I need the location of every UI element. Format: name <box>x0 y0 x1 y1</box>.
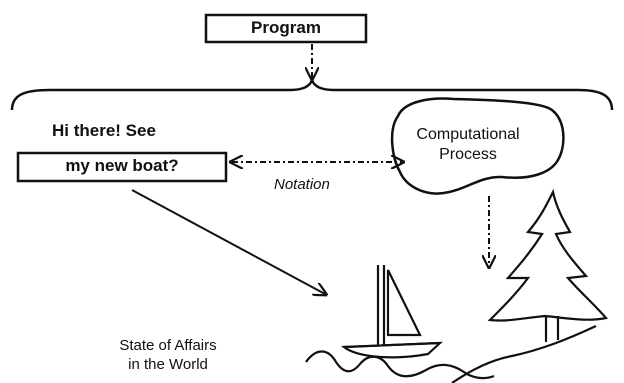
world-label-line2: in the World <box>128 356 208 373</box>
process-cloud <box>390 97 565 195</box>
process-label-line1: Computational <box>416 126 520 143</box>
world-label-line1: State of Affairs <box>119 337 217 354</box>
water-waves <box>305 350 495 380</box>
shoreline <box>451 325 597 383</box>
program-label: Program <box>251 18 321 37</box>
curly-brace <box>10 76 614 111</box>
program-box <box>204 13 368 44</box>
notation-label: Notation <box>274 176 330 193</box>
greeting-to-world-arrow <box>131 189 325 294</box>
greeting-line1: Hi there! See <box>52 121 156 140</box>
process-label-line2: Process <box>439 146 497 163</box>
pine-tree <box>487 188 609 342</box>
greeting-line2: my new boat? <box>65 156 179 175</box>
sailboat <box>340 265 443 359</box>
greeting-box <box>16 151 228 183</box>
